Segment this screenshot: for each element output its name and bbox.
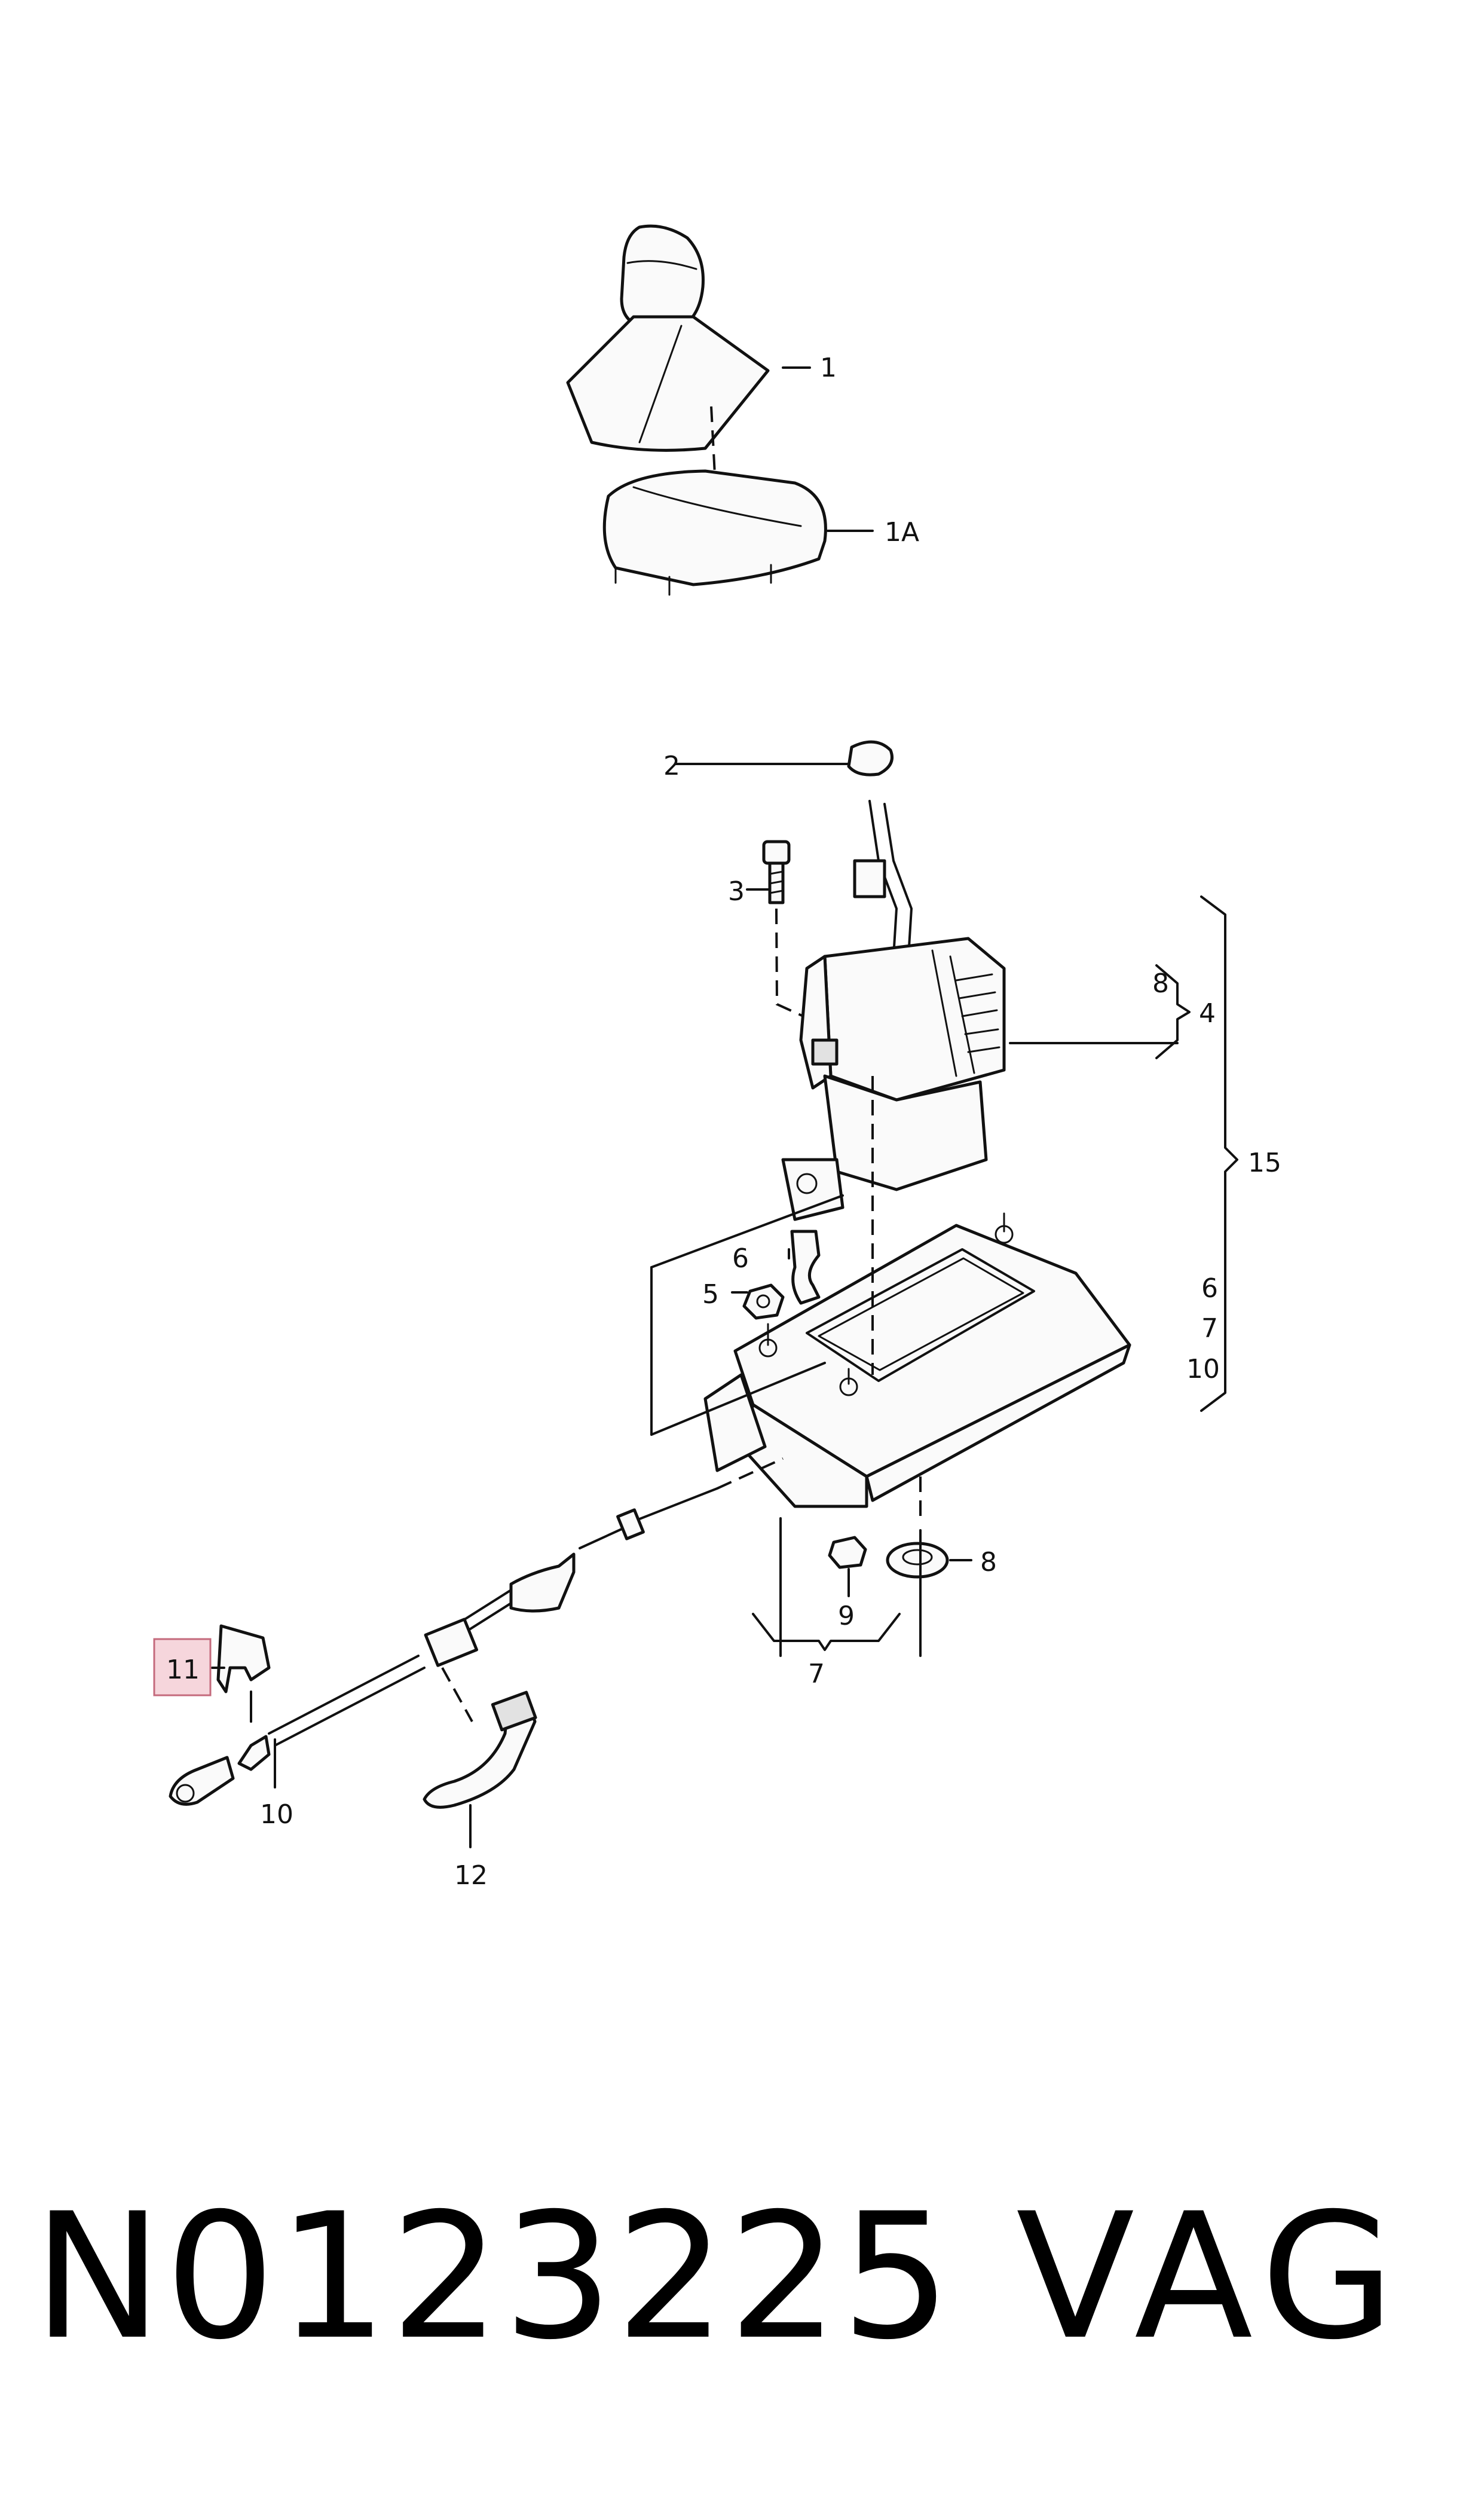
clip-ring [847,740,894,776]
callout-3: 3 [728,876,745,907]
callout-4: 4 [1199,998,1216,1029]
callout-8: 8 [980,1547,997,1578]
shift-cable [169,1487,718,1806]
callout-7-group: 7 [1201,1313,1218,1344]
callout-12: 12 [454,1860,488,1891]
callout-8-top: 8 [1152,968,1169,999]
highlight-box-11 [153,1638,212,1696]
callout-11: 11 [166,1655,200,1685]
cable-bracket [423,1690,537,1809]
callout-9: 9 [838,1601,855,1631]
callout-2: 2 [663,751,680,781]
exploded-parts-diagram: 1 1A 2 3 8 4 15 6 7 10 6 5 8 9 7 11 10 1… [153,224,1281,1891]
footer-caption: N0123225 VAG [0,2152,1484,2403]
callout-5: 5 [702,1279,719,1310]
callout-6-group: 6 [1201,1273,1218,1304]
callout-10: 10 [260,1799,293,1830]
console-trim-cover [602,469,827,596]
bolt [762,840,791,904]
grommet [886,1542,949,1579]
selector-base-housing [703,1212,1131,1508]
callout-6: 6 [732,1243,749,1274]
bottom-nut [828,1536,867,1569]
brand-name: VAG [1016,2176,1406,2378]
cable-clip [216,1624,271,1693]
nut [742,1283,785,1320]
callout-1a: 1A [885,517,919,548]
selector-mechanism [781,800,1006,1221]
part-number: N0123225 [33,2176,954,2378]
callout-7: 7 [808,1659,825,1689]
callout-15: 15 [1248,1148,1281,1178]
gear-knob-boot [566,224,770,452]
callout-1: 1 [820,353,837,383]
callout-10-group: 10 [1186,1354,1220,1384]
retaining-clip [790,1230,821,1305]
